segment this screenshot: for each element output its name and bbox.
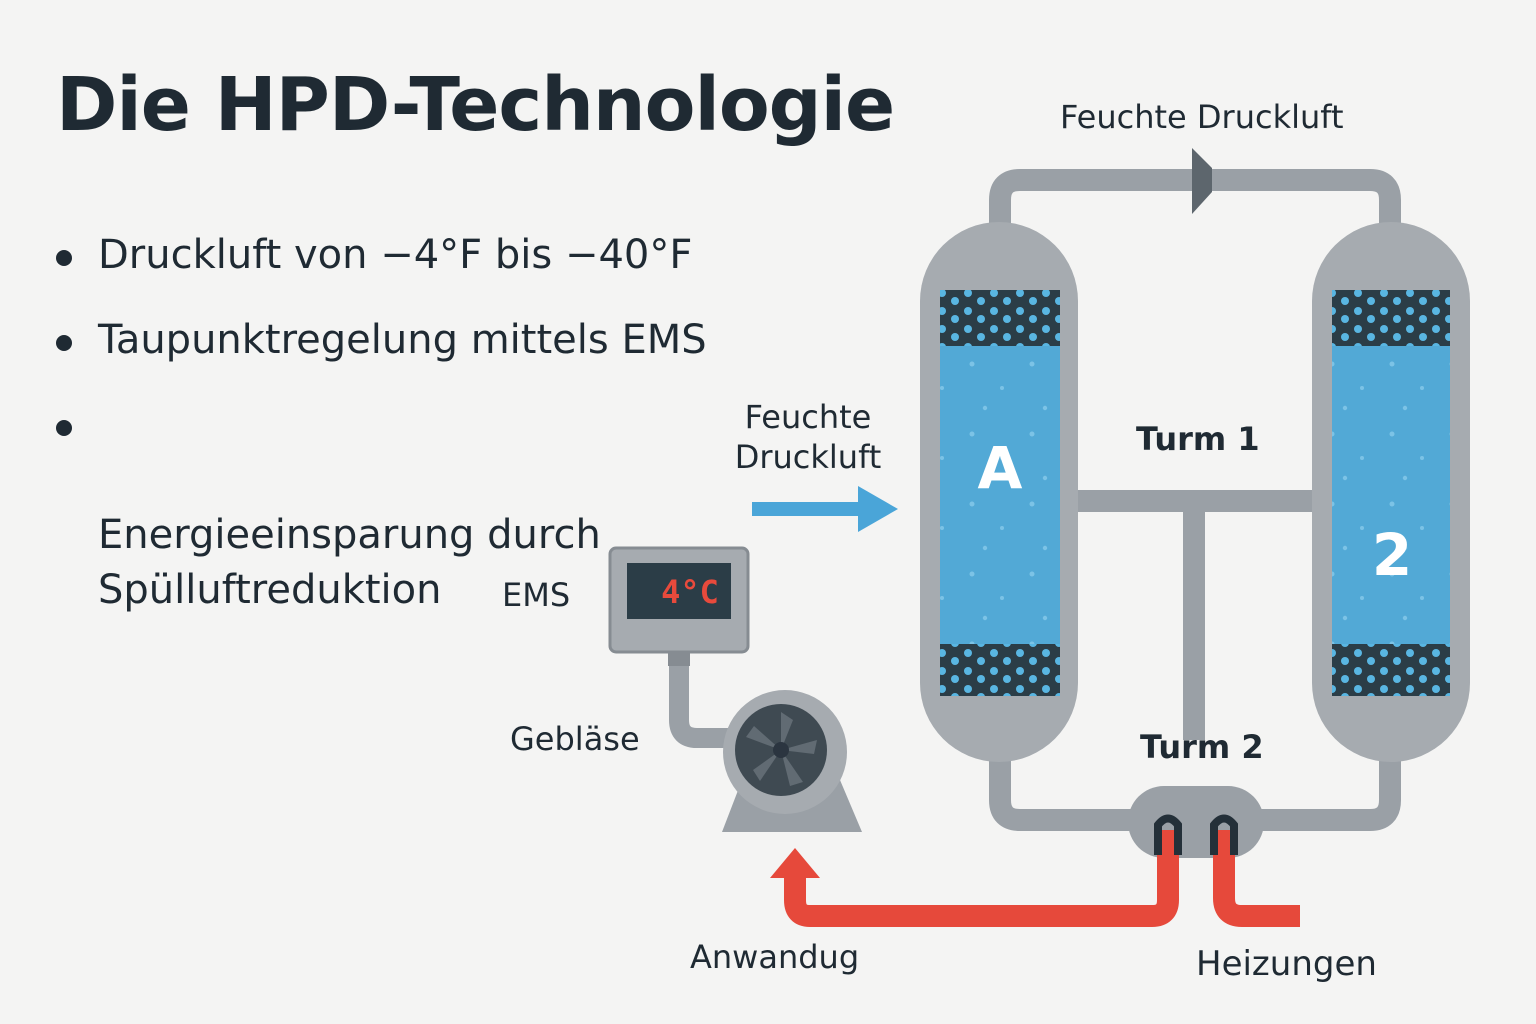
vessel-2-label: 2: [1372, 521, 1412, 589]
inlet-label-line1: Feuchte: [744, 398, 872, 436]
feature-text: Druckluft von −4°F bis −40°F: [98, 232, 693, 278]
feature-item: Druckluft von −4°F bis −40°F: [56, 228, 738, 283]
vessel-a-label: A: [978, 434, 1023, 502]
inlet-label-line2: Druckluft: [734, 438, 882, 476]
middle-riser: [1183, 510, 1205, 740]
feature-list: Druckluft von −4°F bis −40°F Taupunktreg…: [56, 228, 738, 648]
heater-coil-left: [1154, 814, 1182, 855]
heaters-label: Heizungen: [1196, 944, 1377, 984]
feature-text: Taupunktregelung mittels EMS: [98, 317, 707, 363]
heater-unit: [1128, 786, 1264, 858]
heat-line-left: [770, 830, 1179, 927]
blower-label: Gebläse: [510, 720, 640, 758]
vessel-a: [920, 222, 1078, 762]
ems-display-value: 4°C: [661, 573, 719, 611]
feature-text: Energieeinsparung durch Spülluftreduktio…: [98, 512, 601, 613]
heater-coil-right: [1210, 814, 1238, 855]
feature-item: Taupunktregelung mittels EMS: [56, 313, 738, 368]
top-pipe-label: Feuchte Druckluft: [1060, 98, 1344, 136]
heat-line-right: [1213, 830, 1300, 927]
check-valve-icon: [1192, 148, 1212, 214]
tower2-label: Turm 2: [1140, 728, 1264, 766]
blower-icon: [722, 690, 862, 832]
bullet-dot-icon: [56, 250, 72, 266]
vessel-2: [1312, 222, 1470, 762]
middle-crossbar: [1075, 490, 1320, 512]
inlet-arrow-icon: [752, 486, 898, 532]
ems-label: EMS: [502, 576, 571, 614]
bullet-dot-icon: [56, 420, 72, 436]
page-title: Die HPD-Technologie: [56, 62, 895, 148]
outlet-label: Anwandug: [690, 938, 860, 976]
tower1-label: Turm 1: [1136, 420, 1260, 458]
ems-controller: [608, 546, 750, 666]
ems-blower-pipe: [669, 666, 730, 748]
feature-item: Energieeinsparung durch Spülluftreduktio…: [56, 398, 738, 618]
bullet-dot-icon: [56, 335, 72, 351]
